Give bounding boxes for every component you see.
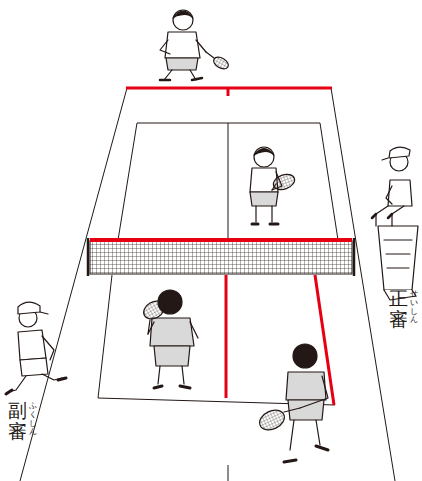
referee-label: 正審 xyxy=(389,288,408,330)
sub-referee-label: 副審 xyxy=(8,400,27,442)
near-left-player xyxy=(140,290,198,388)
sub-referee-reading: ふくしん xyxy=(29,402,37,437)
referee-reading: せいしん xyxy=(410,290,418,325)
chair-umpire xyxy=(372,147,418,300)
near-right-player xyxy=(256,344,328,462)
court-lines xyxy=(20,88,395,481)
far-player xyxy=(160,10,230,80)
net xyxy=(88,238,354,276)
players xyxy=(6,10,418,462)
far-court-player xyxy=(250,147,297,224)
sub-umpire xyxy=(6,302,66,394)
